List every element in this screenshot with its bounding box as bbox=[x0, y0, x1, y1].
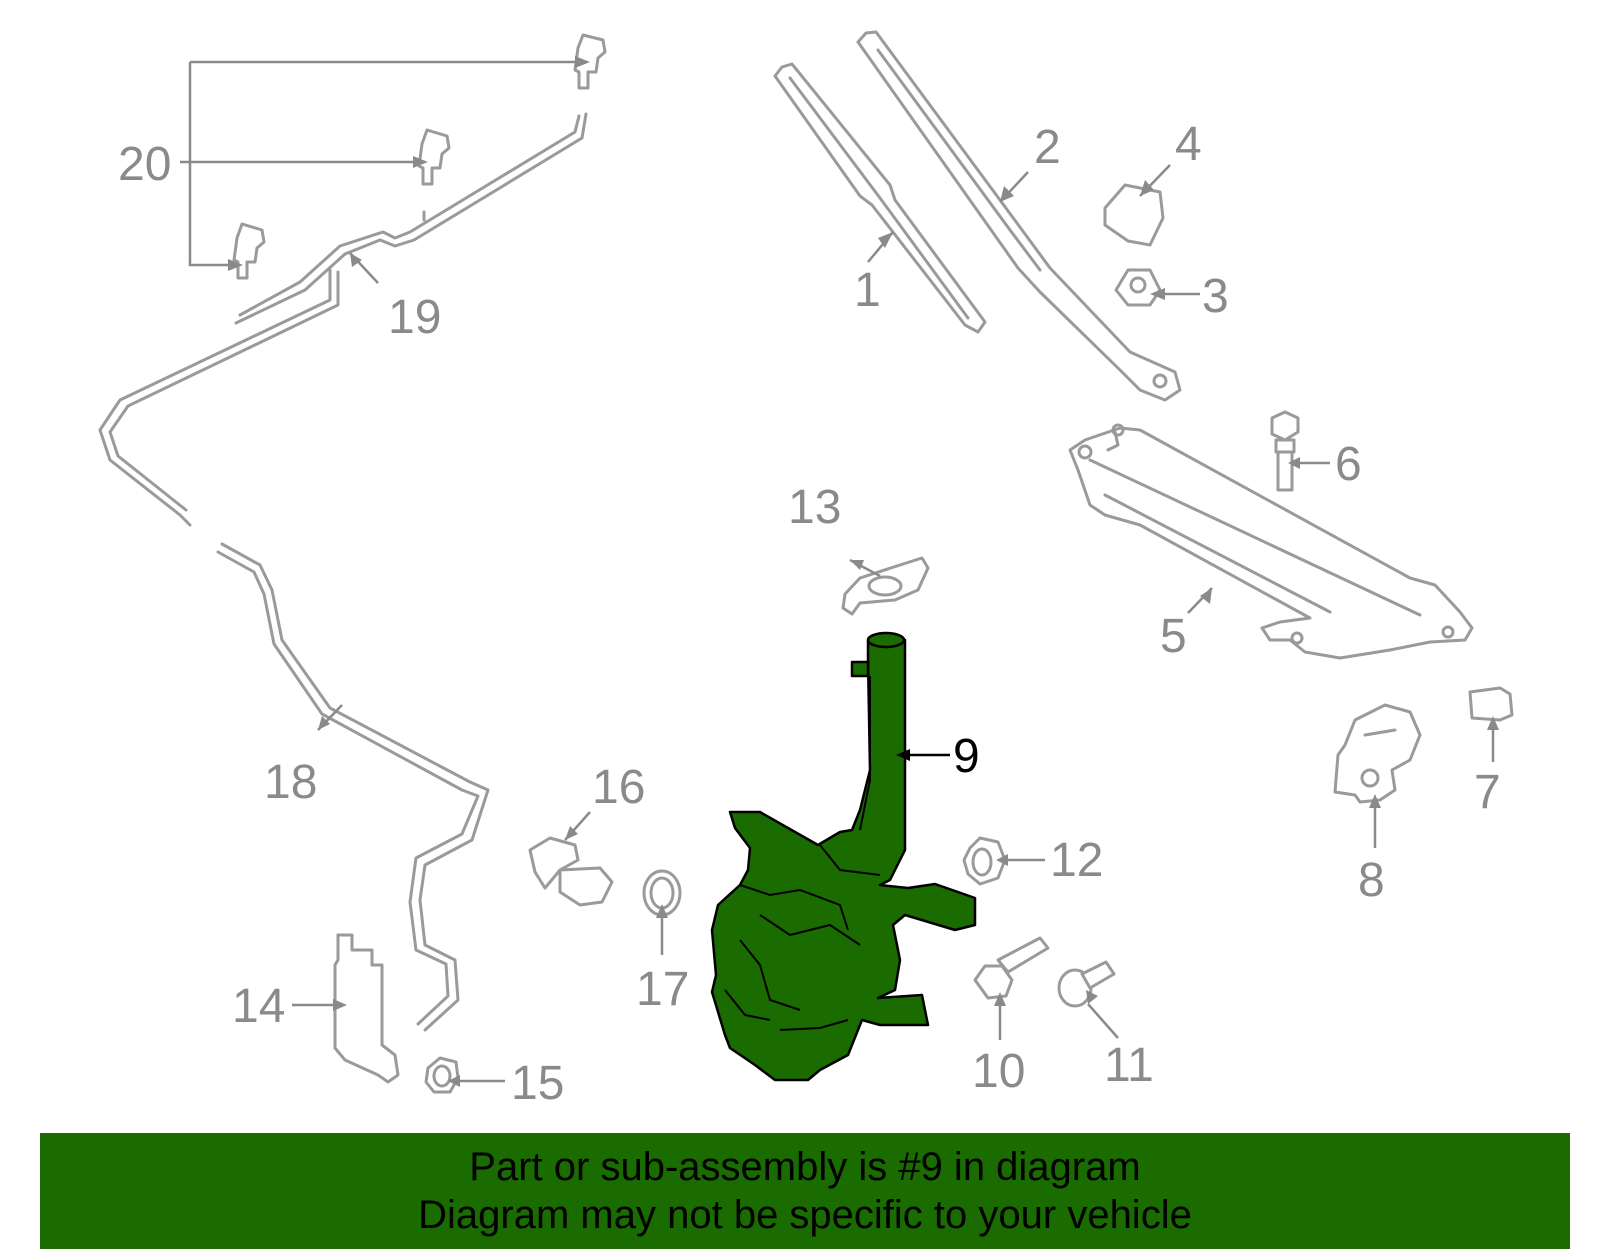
part-6-bolt[interactable] bbox=[1270, 410, 1330, 492]
callout-18: 18 bbox=[264, 756, 317, 809]
part-1-wiper-blade[interactable] bbox=[773, 62, 987, 334]
part-8-motor[interactable] bbox=[1333, 703, 1422, 848]
callout-14: 14 bbox=[232, 980, 285, 1033]
callout-16: 16 bbox=[592, 761, 645, 814]
arrowheads bbox=[228, 56, 1499, 1087]
callout-7: 7 bbox=[1474, 766, 1501, 819]
part-20-nozzles[interactable] bbox=[180, 33, 607, 280]
part-18-hose[interactable] bbox=[98, 268, 490, 1032]
callout-11: 11 bbox=[1104, 1039, 1154, 1092]
callout-17: 17 bbox=[636, 963, 689, 1016]
part-4-cap[interactable] bbox=[1103, 164, 1171, 247]
callout-4: 4 bbox=[1175, 118, 1202, 171]
callout-13: 13 bbox=[788, 481, 841, 534]
footer-line-1: Part or sub-assembly is #9 in diagram bbox=[469, 1145, 1141, 1189]
part-12-plug[interactable] bbox=[962, 836, 1045, 886]
callout-3: 3 bbox=[1202, 270, 1229, 323]
callout-10: 10 bbox=[972, 1045, 1025, 1098]
callout-8: 8 bbox=[1358, 854, 1385, 907]
part-14-pump[interactable] bbox=[292, 933, 400, 1084]
part-11-screw[interactable] bbox=[1057, 960, 1119, 1039]
part-16-connector[interactable] bbox=[528, 811, 614, 907]
footer-banner: Part or sub-assembly is #9 in diagram Di… bbox=[40, 1133, 1570, 1249]
callout-20: 20 bbox=[118, 138, 171, 191]
callout-2: 2 bbox=[1034, 121, 1061, 174]
part-10-bolt[interactable] bbox=[973, 936, 1050, 1040]
footer-line-2: Diagram may not be specific to your vehi… bbox=[418, 1193, 1192, 1237]
part-9-washer-reservoir[interactable] bbox=[710, 631, 977, 1082]
part-2-wiper-arm[interactable] bbox=[856, 30, 1182, 402]
part-7-cover[interactable] bbox=[1468, 686, 1514, 762]
callout-5: 5 bbox=[1160, 610, 1187, 663]
callout-1: 1 bbox=[854, 264, 881, 317]
part-3-nut[interactable] bbox=[1114, 268, 1200, 307]
part-13-grommet[interactable] bbox=[841, 556, 930, 616]
callout-19: 19 bbox=[388, 291, 441, 344]
callout-9: 9 bbox=[953, 730, 980, 783]
callout-15: 15 bbox=[511, 1057, 564, 1110]
callout-6: 6 bbox=[1335, 438, 1362, 491]
part-15-grommet[interactable] bbox=[424, 1056, 505, 1094]
part-5-linkage[interactable] bbox=[1068, 423, 1474, 660]
callout-12: 12 bbox=[1050, 834, 1103, 887]
